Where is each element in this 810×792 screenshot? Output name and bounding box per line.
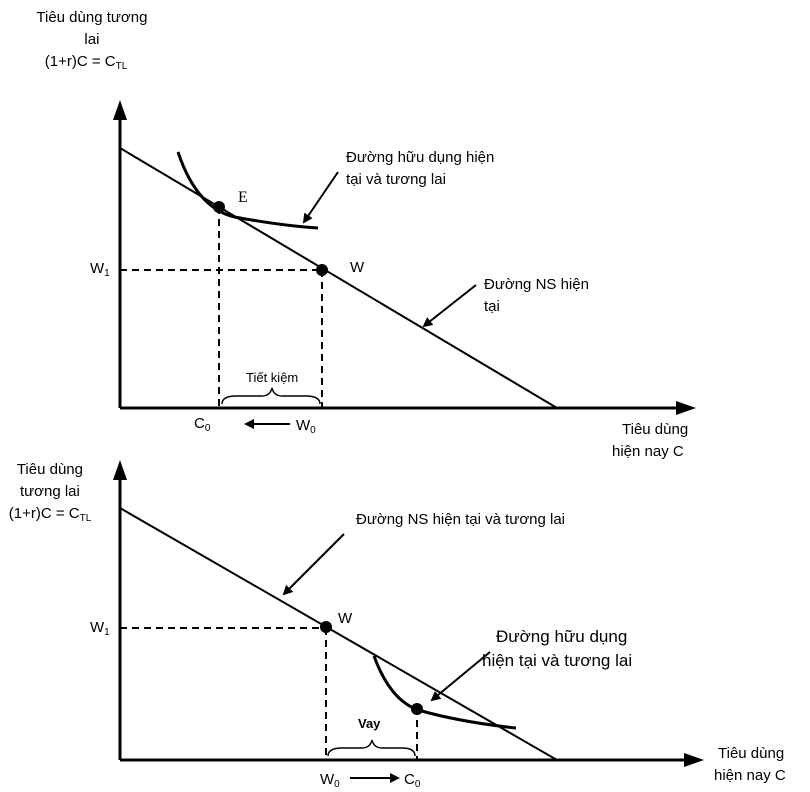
top-w0-label: W0 bbox=[296, 417, 316, 436]
top-savings-label: Tiết kiệm bbox=[246, 370, 298, 385]
top-x-arrowhead bbox=[676, 401, 696, 415]
top-savings-brace bbox=[221, 387, 321, 405]
top-w1-label: W1 bbox=[90, 260, 110, 279]
bottom-budget-pointer bbox=[282, 533, 345, 596]
bottom-w0-label: W0 bbox=[320, 771, 340, 790]
bottom-utility-pointer bbox=[430, 651, 491, 702]
top-point-e-label: E bbox=[238, 189, 248, 206]
bottom-x-arrowhead bbox=[684, 753, 704, 767]
top-point-e bbox=[213, 201, 225, 213]
top-panel: Tiêu dùng tương lai (1+r)C = CTL Đường h… bbox=[36, 9, 696, 460]
bottom-budget-line bbox=[119, 507, 558, 761]
top-budget-line bbox=[119, 147, 558, 409]
top-y-arrowhead bbox=[113, 100, 127, 120]
top-budget-pointer bbox=[422, 284, 477, 328]
bottom-borrow-brace bbox=[327, 739, 416, 757]
top-utility-pointer bbox=[302, 171, 339, 224]
bottom-x-axis-label: Tiêu dùng hiện nay C bbox=[714, 745, 788, 784]
bottom-point-w bbox=[320, 621, 332, 633]
bottom-c0-label: C0 bbox=[404, 771, 421, 790]
top-budget-label: Đường NS hiện tại bbox=[484, 276, 593, 315]
top-x-axis-label: Tiêu dùng hiện nay C bbox=[612, 421, 692, 460]
bottom-borrow-label: Vay bbox=[358, 716, 381, 731]
bottom-point-w-label: W bbox=[338, 610, 353, 627]
top-point-w bbox=[316, 264, 328, 276]
top-utility-label: Đường hữu dụng hiện tại và tương lai bbox=[346, 149, 499, 188]
bottom-y-axis-label: Tiêu dùng tương lai (1+r)C = CTL bbox=[9, 461, 92, 524]
bottom-budget-label: Đường NS hiện tại và tương lai bbox=[356, 511, 565, 528]
top-y-axis-label: Tiêu dùng tương lai (1+r)C = CTL bbox=[36, 9, 151, 72]
bottom-y-arrowhead bbox=[113, 460, 127, 480]
bottom-utility-label: Đường hữu dụng hiện tại và tương lai bbox=[482, 627, 632, 670]
top-c0-label: C0 bbox=[194, 415, 211, 434]
top-utility-curve bbox=[176, 151, 319, 230]
bottom-panel: Tiêu dùng tương lai (1+r)C = CTL Đường N… bbox=[9, 460, 788, 790]
bottom-w1-label: W1 bbox=[90, 619, 110, 638]
bottom-point-tangent bbox=[411, 703, 423, 715]
top-point-w-label: W bbox=[350, 259, 365, 276]
